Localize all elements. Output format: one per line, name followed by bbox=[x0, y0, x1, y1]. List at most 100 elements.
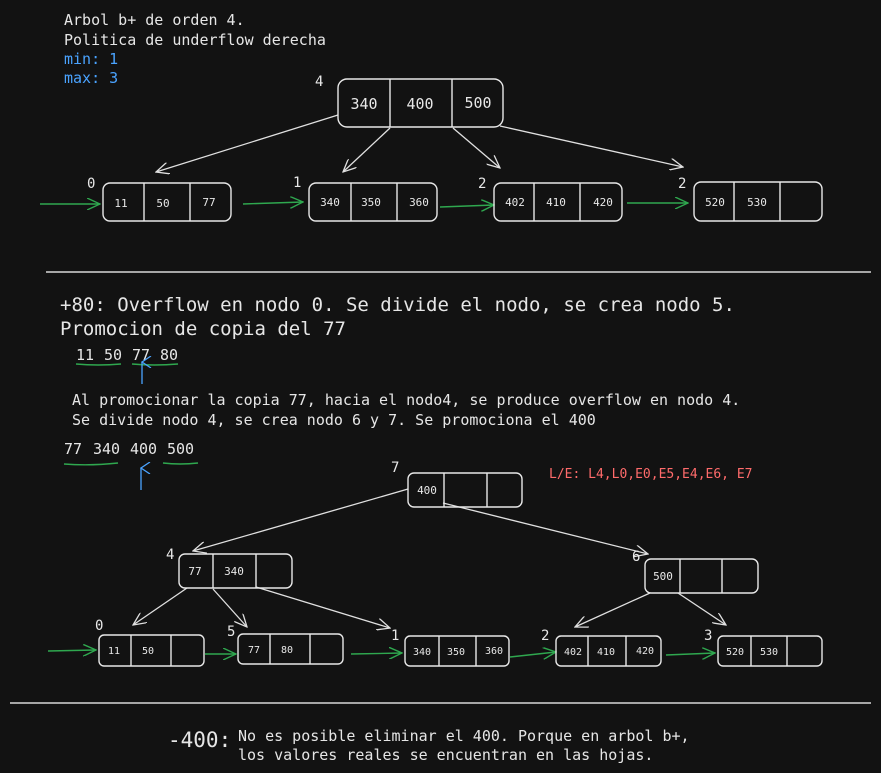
step2-line2: los valores reales se encuentran en las … bbox=[238, 746, 654, 764]
node-key: 420 bbox=[593, 196, 613, 209]
edge bbox=[575, 592, 651, 627]
edge bbox=[255, 586, 390, 628]
node-label: 7 bbox=[391, 460, 399, 476]
node-key: 360 bbox=[409, 196, 429, 209]
leaf-link-arrow bbox=[350, 653, 402, 654]
tree2-leaf-links bbox=[47, 650, 715, 657]
node-label: 2 bbox=[678, 176, 686, 192]
edge bbox=[193, 488, 409, 551]
tree2-node-6: 500 bbox=[644, 558, 759, 594]
seq-item: 11 bbox=[76, 346, 95, 364]
tree1-leaf-node: 340 350 360 bbox=[308, 182, 438, 222]
node-key: 80 bbox=[281, 645, 293, 656]
leaf-link-arrow bbox=[509, 652, 556, 657]
seq-underlines bbox=[63, 362, 199, 490]
tree2-leaf-node: 402 410 420 bbox=[555, 635, 662, 667]
tree2-node-4: 77 340 bbox=[178, 553, 293, 589]
node-key: 77 bbox=[202, 196, 215, 209]
seq-item: 80 bbox=[160, 346, 179, 364]
read-write-log: L/E: L4,L0,E0,E5,E4,E6, E7 bbox=[549, 467, 753, 482]
node-key: 11 bbox=[114, 197, 127, 210]
seq-underline bbox=[162, 462, 199, 465]
node-label: 1 bbox=[391, 628, 399, 644]
node-key: 500 bbox=[464, 94, 491, 112]
node-key: 350 bbox=[361, 196, 381, 209]
max-label: max: 3 bbox=[64, 69, 119, 87]
tree1-leaf-node: 402 410 420 bbox=[493, 182, 623, 222]
step1-note-line1: Al promocionar la copia 77, hacia el nod… bbox=[72, 391, 741, 409]
node-key: 400 bbox=[417, 484, 437, 497]
node-key: 77 bbox=[248, 645, 260, 656]
step1-title-line2: Promocion de copia del 77 bbox=[60, 318, 346, 340]
edge bbox=[133, 587, 188, 625]
min-label: min: 1 bbox=[64, 50, 119, 68]
node-key: 530 bbox=[747, 196, 767, 209]
tree1-root-node: 340 400 500 bbox=[337, 78, 504, 128]
seq-item: 50 bbox=[104, 346, 123, 364]
tree2-root-node: 400 bbox=[407, 472, 523, 508]
node-key: 400 bbox=[406, 95, 433, 113]
node-key: 360 bbox=[485, 646, 503, 657]
node-key: 520 bbox=[726, 647, 744, 658]
leaf-link-arrow bbox=[665, 653, 715, 655]
tree1-leaf-node: 520 530 bbox=[693, 181, 823, 222]
step1-title-line1: +80: Overflow en nodo 0. Se divide el no… bbox=[60, 294, 735, 316]
node-key: 402 bbox=[505, 196, 525, 209]
header-line1: Arbol b+ de orden 4. bbox=[64, 11, 245, 29]
seq2-item: 340 bbox=[93, 440, 121, 458]
leaf-link-arrow bbox=[439, 205, 494, 207]
leaf-link-arrow bbox=[242, 202, 303, 204]
node-label: 2 bbox=[478, 176, 486, 192]
tree2-edges bbox=[133, 488, 726, 628]
node-key: 410 bbox=[597, 647, 615, 658]
edge bbox=[677, 592, 726, 625]
node-key: 520 bbox=[705, 196, 725, 209]
node-label: 0 bbox=[87, 176, 95, 192]
node-key: 50 bbox=[142, 646, 154, 657]
node-label: 4 bbox=[166, 547, 174, 563]
tree2-leaf-node: 77 80 bbox=[237, 633, 344, 665]
node-key: 11 bbox=[108, 646, 120, 657]
seq2-item: 500 bbox=[167, 440, 195, 458]
tree1-leaf-node: 11 50 77 bbox=[102, 182, 232, 222]
node-key: 402 bbox=[564, 647, 582, 658]
node-key: 77 bbox=[188, 565, 201, 578]
edge bbox=[452, 127, 500, 168]
seq-underline bbox=[75, 363, 122, 366]
edge bbox=[156, 114, 339, 172]
header-line2: Politica de underflow derecha bbox=[64, 31, 326, 49]
node-label: 1 bbox=[293, 175, 301, 191]
edge bbox=[212, 588, 247, 627]
node-key: 340 bbox=[413, 647, 431, 658]
seq2-item: 400 bbox=[130, 440, 158, 458]
seq2-item: 77 bbox=[64, 440, 83, 458]
node-key: 350 bbox=[447, 647, 465, 658]
node-label: 3 bbox=[704, 628, 712, 644]
node-key: 410 bbox=[546, 196, 566, 209]
step2-line1: No es posible eliminar el 400. Porque en… bbox=[238, 727, 690, 745]
tree2-leaf-node: 520 530 bbox=[717, 635, 823, 667]
node-label: 2 bbox=[541, 628, 549, 644]
step1-note-line2: Se divide nodo 4, se crea nodo 6 y 7. Se… bbox=[72, 411, 596, 429]
node-label: 5 bbox=[227, 624, 235, 640]
node-label: 0 bbox=[95, 618, 103, 634]
tree2-leaf-node: 340 350 360 bbox=[404, 635, 510, 667]
node-key: 340 bbox=[320, 196, 340, 209]
edge bbox=[442, 502, 648, 554]
leaf-link-arrow bbox=[47, 650, 96, 651]
node-key: 420 bbox=[636, 646, 654, 657]
node-key: 340 bbox=[224, 565, 244, 578]
seq-underline bbox=[131, 363, 179, 366]
tree1-leaf-links bbox=[40, 202, 688, 207]
seq-underline bbox=[63, 462, 119, 466]
tree2-leaf-node: 11 50 bbox=[98, 634, 205, 667]
node-key: 530 bbox=[760, 647, 778, 658]
node-label: 6 bbox=[632, 549, 640, 565]
tree1-edges bbox=[156, 114, 683, 172]
node-key: 50 bbox=[156, 197, 169, 210]
edge bbox=[343, 127, 391, 172]
edge bbox=[499, 125, 683, 167]
step2-op: -400: bbox=[168, 728, 232, 752]
node-key: 340 bbox=[350, 95, 377, 113]
